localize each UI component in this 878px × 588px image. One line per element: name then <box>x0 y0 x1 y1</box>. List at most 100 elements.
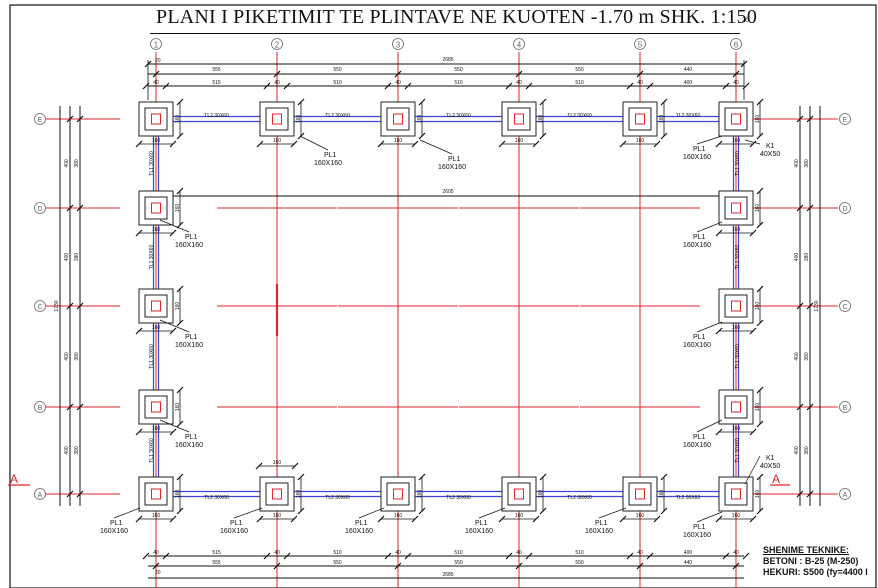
dim-text-left-inner: 380 <box>74 159 80 168</box>
dim-text-bottom-small: 40 <box>153 550 159 556</box>
dim-tick <box>169 229 177 237</box>
dim-tick <box>76 490 84 498</box>
dim-tick <box>749 428 757 436</box>
dim-text-mid-total: 2605 <box>442 189 453 195</box>
footing-dim-text: 160 <box>152 325 161 331</box>
axis-label-left: D <box>37 206 42 213</box>
dim-tick <box>290 140 298 148</box>
leader-line <box>696 321 723 333</box>
dim-text-top-span: 550 <box>333 67 342 73</box>
footing-dim-text: 160 <box>152 513 161 519</box>
dim-tick <box>66 490 74 498</box>
dim-text-bottom-span: 550 <box>454 560 463 566</box>
dim-tick <box>505 82 513 90</box>
footing-size: 160X160 <box>175 242 203 249</box>
dim-tick <box>263 552 271 560</box>
footing-tag: PL1 <box>185 334 198 341</box>
footing-size: 160X160 <box>683 532 711 539</box>
footing-pl1-step <box>144 196 168 220</box>
column-k1 <box>731 401 741 413</box>
dim-text-right-span: 400 <box>794 446 800 455</box>
dim-text-left-span: 400 <box>64 352 70 361</box>
dim-text-top-small: 40 <box>516 80 522 86</box>
footing-dim-text: 160 <box>755 302 761 311</box>
dim-tick <box>660 473 668 481</box>
dim-tick <box>660 507 668 515</box>
dim-tick <box>152 70 160 78</box>
axis-label-top: 5 <box>638 41 643 50</box>
dim-tick <box>169 428 177 436</box>
dim-tick <box>749 515 757 523</box>
tie-beam-label-right: TL1 30X60 <box>735 344 741 369</box>
axis-bubble-top <box>271 38 283 50</box>
tie-beam-label-left: TL1 30X60 <box>149 151 155 176</box>
dim-text-bottom-edge: 20 <box>155 570 161 576</box>
dim-tick <box>418 473 426 481</box>
axis-label-right: E <box>843 117 848 124</box>
dim-text-bottom-span: 555 <box>212 560 221 566</box>
tie-beam-label-right: TL1 30X60 <box>735 438 741 463</box>
dim-tick <box>806 115 814 123</box>
dim-text-bottom-span: 550 <box>575 560 584 566</box>
axis-label-left: C <box>37 304 42 311</box>
dim-tick <box>394 70 402 78</box>
dim-tick <box>722 552 730 560</box>
leader-line <box>233 507 263 519</box>
footing-dim-text: 160 <box>515 138 524 144</box>
dim-tick <box>646 82 654 90</box>
footing-dim-text: 160 <box>732 325 741 331</box>
footing-size: 160X160 <box>465 528 493 535</box>
axis-bubble-top <box>513 38 525 50</box>
dim-tick <box>76 204 84 212</box>
footing-tag: PL1 <box>230 520 243 527</box>
axis-label-top: 6 <box>734 41 739 50</box>
footing-size: 160X160 <box>683 242 711 249</box>
footing-dim-text: 160 <box>273 513 282 519</box>
leader-line <box>159 219 190 233</box>
footing-dim-text: 160 <box>175 115 181 124</box>
dim-tick <box>732 70 740 78</box>
footing-dim-text: 160 <box>152 426 161 432</box>
column-k1 <box>514 113 524 125</box>
dim-tick <box>525 82 533 90</box>
dim-tick <box>732 562 740 570</box>
dim-text-right-inner: 380 <box>804 352 810 361</box>
axis-label-left: E <box>38 117 43 124</box>
dim-tick <box>539 132 547 140</box>
dim-text-top-span: 550 <box>454 67 463 73</box>
dim-tick <box>756 132 764 140</box>
footing-pl1-step <box>265 482 289 506</box>
axis-label-top: 3 <box>396 41 401 50</box>
footing-dim-text: 160 <box>732 227 741 233</box>
dim-tick <box>660 98 668 106</box>
dim-tick <box>806 302 814 310</box>
dim-text-top-span: 550 <box>575 67 584 73</box>
column-k1 <box>151 488 161 500</box>
leader-line <box>696 419 723 433</box>
footing-pl1-step <box>386 107 410 131</box>
dim-tick <box>135 229 143 237</box>
footing-pl1-step <box>144 395 168 419</box>
dim-tick <box>532 515 540 523</box>
dim-text-bottom-small: 40 <box>637 550 643 556</box>
dim-tick <box>411 140 419 148</box>
dim-tick <box>715 428 723 436</box>
dim-text-right-inner: 380 <box>804 253 810 262</box>
dim-tick <box>796 302 804 310</box>
footing-tag: PL1 <box>110 520 123 527</box>
dim-tick <box>76 115 84 123</box>
dim-tick <box>796 115 804 123</box>
dim-tick <box>256 140 264 148</box>
tie-beam-label-left: TL1 30X60 <box>149 245 155 270</box>
dim-tick <box>377 140 385 148</box>
tie-beam-label-right: TL1 30X60 <box>735 151 741 176</box>
dim-text-bottom-small: 40 <box>395 550 401 556</box>
dim-tick <box>176 285 184 293</box>
notes-steel: HEKURI: S500 (fy=4400 l <box>763 567 868 577</box>
dim-tick <box>273 562 281 570</box>
dim-tick <box>505 552 513 560</box>
dim-tick <box>142 552 150 560</box>
tie-beam-label-top: TL2 30X60 <box>676 113 701 119</box>
axis-bubble-top <box>634 38 646 50</box>
axis-bubble-right <box>839 113 851 125</box>
